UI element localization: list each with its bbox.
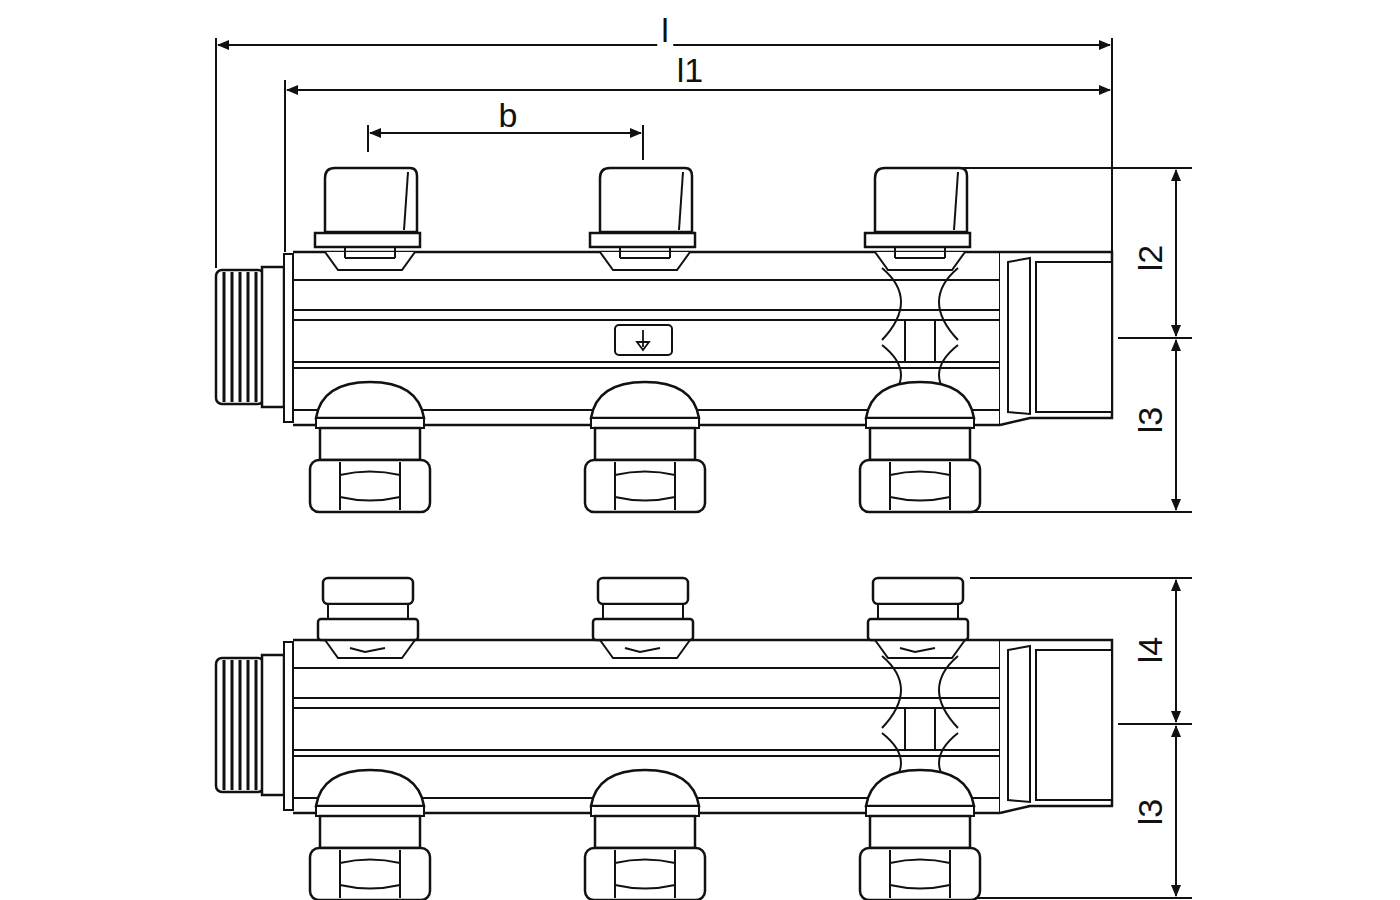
- dimension-label: l3: [1133, 795, 1167, 829]
- dimension-label: b: [495, 98, 522, 132]
- dimension-label: l4: [1133, 633, 1167, 667]
- manifold-lower: [216, 578, 1112, 900]
- dimension-label: l1: [673, 53, 707, 87]
- dimension-label: l: [657, 13, 673, 47]
- vertical-dimensions: [962, 168, 1192, 898]
- dimension-label: l2: [1133, 241, 1167, 275]
- dimension-lines: [216, 38, 1112, 268]
- dimension-label: l3: [1133, 403, 1167, 437]
- manifold-upper: [216, 168, 1112, 512]
